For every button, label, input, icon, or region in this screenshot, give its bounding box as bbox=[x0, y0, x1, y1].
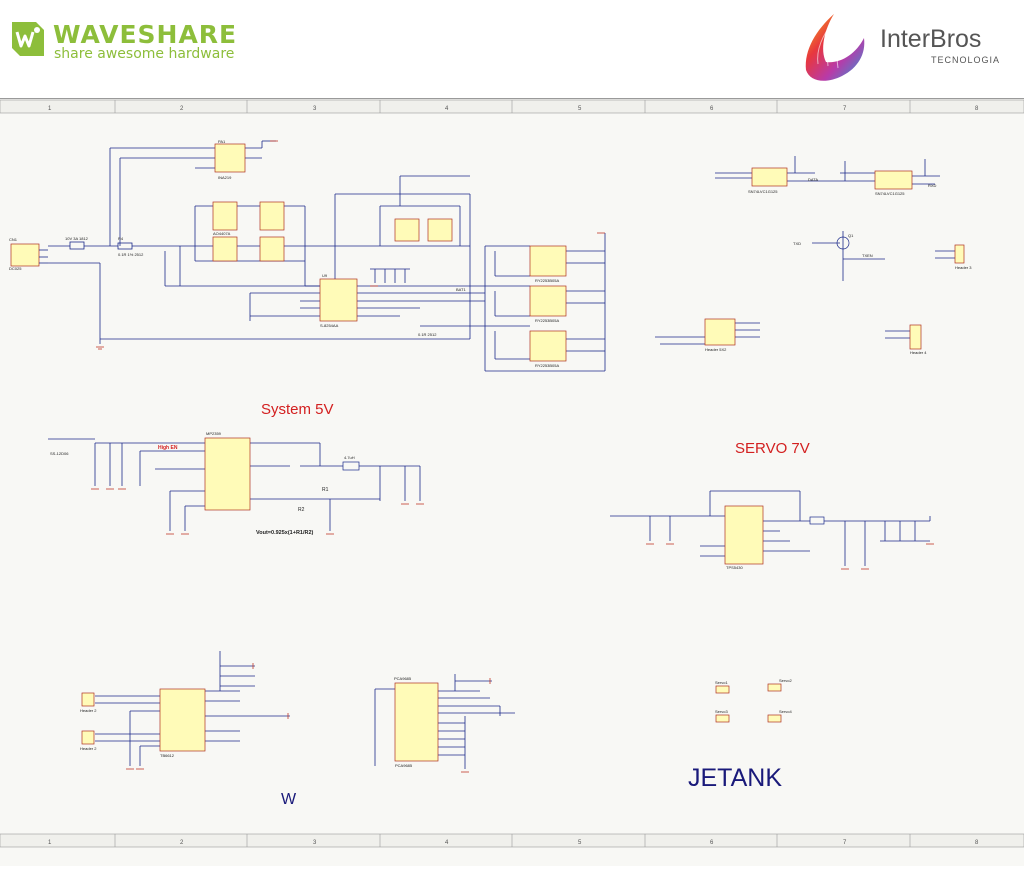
top-ruler: 1 2 3 4 5 6 7 8 bbox=[0, 99, 1024, 114]
cn1-part: DC025 bbox=[9, 266, 22, 271]
mp2359-part: MP2359 bbox=[206, 431, 222, 436]
gnd-symbols-servo bbox=[646, 543, 934, 570]
schematic-drawing: 1 2 3 4 5 6 7 8 1 2 3 4 5 6 7 8 bbox=[0, 99, 1024, 848]
bottom-ruler-2: 2 bbox=[180, 840, 184, 846]
top-ruler-2: 2 bbox=[180, 106, 184, 112]
waveshare-tagline: share awesome hardware bbox=[54, 46, 235, 62]
bottom-ruler-3: 3 bbox=[313, 840, 317, 846]
battery-protection-section bbox=[10, 140, 606, 372]
r1-ref: R1 bbox=[322, 487, 329, 493]
ry-regulators: RY2253B05A RY2253B05A RY2253B05A bbox=[529, 245, 567, 368]
ry-part-1: RY2253B05A bbox=[535, 278, 560, 283]
top-ruler-7: 7 bbox=[843, 106, 847, 112]
ry-part-3: RY2253B05A bbox=[535, 363, 560, 368]
r4-ref: R4 bbox=[118, 236, 124, 241]
bottom-ruler-1: 1 bbox=[48, 840, 52, 846]
servo-headers: Servo1 Servo2 Servo3 Servo4 bbox=[715, 678, 792, 723]
servo4-label: Servo4 bbox=[779, 709, 792, 714]
sn-part-2: SN74LVC1G125 bbox=[875, 191, 905, 196]
ina219-chip: PA1 INA219 bbox=[214, 139, 246, 180]
jetank-title: JETANK bbox=[688, 764, 782, 792]
txd-label: TXD bbox=[793, 241, 801, 246]
interbros-name: InterBros bbox=[880, 25, 982, 53]
pca9685-ref: PCA9685 bbox=[394, 676, 412, 681]
ry-part-2: RY2253B05A bbox=[535, 318, 560, 323]
q1-ref: Q1 bbox=[848, 233, 854, 238]
servo3-label: Servo3 bbox=[715, 709, 728, 714]
gnd-symbols-mid bbox=[91, 488, 424, 535]
header2-label-b: Header 2 bbox=[80, 746, 97, 751]
ao4407a-part: AO4407A bbox=[213, 231, 231, 236]
cn1-ref: CN1 bbox=[9, 237, 18, 242]
pwm-driver-parts: PCA9685 PCA9685 bbox=[394, 676, 439, 768]
motor-driver-parts: TB6612 Header 2 Header 2 bbox=[80, 688, 206, 758]
top-ruler-1: 1 bbox=[48, 106, 52, 112]
s8254-chip: U9 S-8254AA bbox=[319, 273, 358, 328]
bottom-ruler: 1 2 3 4 5 6 7 8 bbox=[0, 833, 1024, 848]
ss12d06-part: SS-12D06 bbox=[50, 451, 69, 456]
high-en-label: High EN bbox=[158, 445, 178, 451]
tb6612-part: TB6612 bbox=[160, 753, 175, 758]
servo-regulator-section bbox=[610, 490, 931, 566]
header5x2-label: Header 5X2 bbox=[705, 347, 727, 352]
level-shifter-section bbox=[655, 156, 955, 345]
pwm-driver-section bbox=[374, 674, 515, 769]
data-label: DATA bbox=[808, 177, 818, 182]
top-ruler-8: 8 bbox=[975, 106, 979, 112]
fuse-value: 10V 3A 1812 bbox=[65, 236, 89, 241]
top-ruler-6: 6 bbox=[710, 106, 714, 112]
rxd-label: RXD bbox=[928, 183, 937, 188]
buck-converter-parts: MP2359 SS-12D06 High EN 4.7uH R1 R2 Vout… bbox=[50, 431, 360, 536]
tps-part: TPS5430 bbox=[726, 565, 743, 570]
l1-value: 4.7uH bbox=[344, 455, 355, 460]
txen-label: TXEN bbox=[862, 253, 873, 258]
header2-label-a: Header 2 bbox=[80, 708, 97, 713]
w-label: W bbox=[281, 791, 297, 808]
bat-label: BAT1 bbox=[456, 287, 466, 292]
gnd-symbols-motor bbox=[126, 663, 289, 770]
ina219-ref: PA1 bbox=[218, 139, 226, 144]
bottom-ruler-6: 6 bbox=[710, 840, 714, 846]
r19-value: 0.1R 2512 bbox=[418, 332, 437, 337]
sn-part-1: SN74LVC1G125 bbox=[748, 189, 778, 194]
interbros-logo-icon bbox=[805, 14, 865, 81]
motor-driver-section bbox=[95, 651, 290, 766]
bottom-ruler-5: 5 bbox=[578, 840, 582, 846]
u9-ref: U9 bbox=[322, 273, 328, 278]
header3-label: Header 3 bbox=[955, 265, 972, 270]
top-ruler-5: 5 bbox=[578, 106, 582, 112]
gnd-symbols-top bbox=[96, 140, 605, 350]
schematic-sheet: 1 2 3 4 5 6 7 8 1 2 3 4 5 6 7 8 bbox=[0, 98, 1024, 866]
r2-ref: R2 bbox=[298, 507, 305, 513]
top-ruler-3: 3 bbox=[313, 106, 317, 112]
r4-value: 0.1R 1% 2512 bbox=[118, 252, 144, 257]
pca9685-part: PCA9685 bbox=[395, 763, 413, 768]
servo-7v-title: SERVO 7V bbox=[735, 440, 810, 457]
u9-part: S-8254AA bbox=[320, 323, 339, 328]
gnd-symbols-pwm bbox=[461, 678, 491, 773]
ao4407a-mosfets: AO4407A bbox=[212, 201, 453, 262]
waveshare-name: WAVESHARE bbox=[53, 20, 238, 49]
top-ruler-4: 4 bbox=[445, 106, 449, 112]
vout-formula: Vout=0.925x(1+R1/R2) bbox=[256, 530, 314, 536]
bottom-ruler-4: 4 bbox=[445, 840, 449, 846]
ina219-part: INA219 bbox=[218, 175, 232, 180]
servo1-label: Servo1 bbox=[715, 680, 728, 685]
servo-regulator-parts: TPS5430 bbox=[724, 505, 825, 570]
bottom-ruler-7: 7 bbox=[843, 840, 847, 846]
bottom-ruler-8: 8 bbox=[975, 840, 979, 846]
interbros-tagline: TECNOLOGIA bbox=[931, 55, 1001, 65]
header-bar: WAVESHARE share awesome hardware InterBr… bbox=[0, 0, 1024, 98]
system-5v-title: System 5V bbox=[261, 401, 334, 418]
header4-label: Header 4 bbox=[910, 350, 927, 355]
buck-converter-section bbox=[48, 438, 421, 531]
level-shifter-chips: SN74LVC1G125 SN74LVC1G125 DATA RXD Q1 TX… bbox=[704, 167, 972, 355]
servo2-label: Servo2 bbox=[779, 678, 792, 683]
waveshare-logo-icon bbox=[12, 22, 44, 56]
